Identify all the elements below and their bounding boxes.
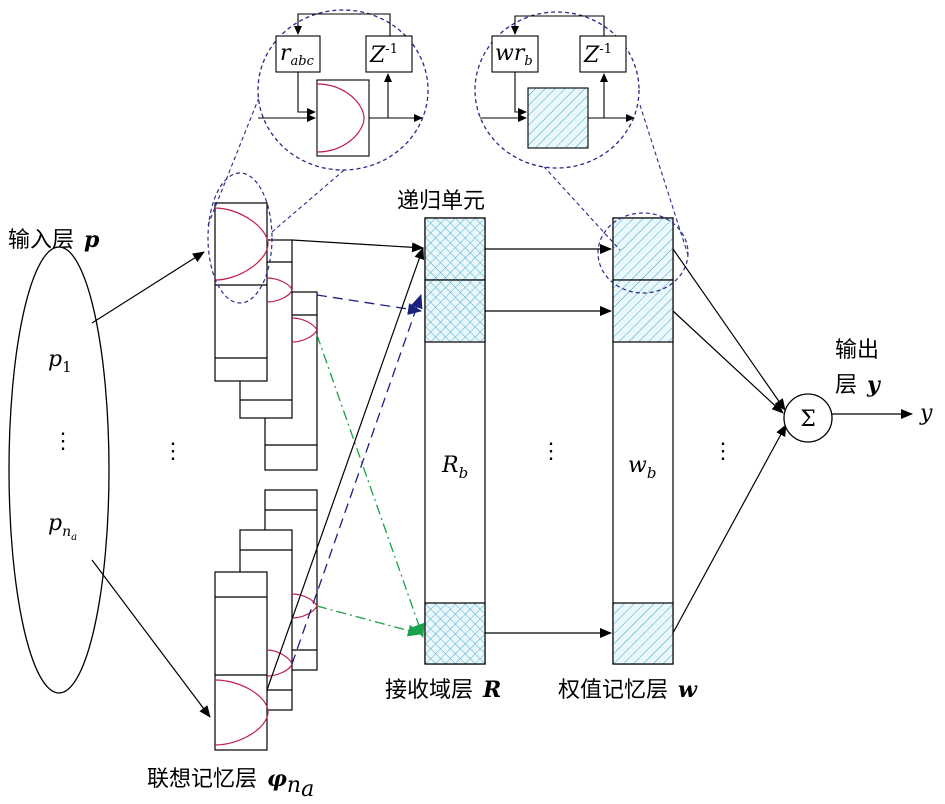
weight-cell-1 [612, 217, 674, 281]
zoom1-z-label: Z-1 [369, 42, 398, 68]
input-pna: pna [48, 511, 77, 543]
zoom-source-ellipse-weight [597, 212, 689, 294]
input-ellipse [8, 246, 110, 694]
receptive-rb: Rb [441, 453, 468, 482]
zoom2-connector-right [639, 104, 689, 256]
arrow-input-to-assoc-bottom [91, 559, 211, 718]
output-variable: y [919, 401, 933, 426]
zoom1-gaussian-box [316, 79, 370, 157]
arrow-wlast-to-sum [672, 424, 787, 634]
assoc-layer-label: 联想记忆层 φna [147, 766, 314, 802]
input-dots: ⋮ [52, 429, 74, 454]
zoom1-connector-left [207, 89, 263, 226]
receptive-cell-2 [424, 279, 486, 343]
assoc-dots: ⋮ [162, 439, 184, 464]
receptive-layer-label: 接收域层 R [385, 677, 501, 703]
assoc-stack-bottom [214, 489, 318, 751]
arrow-assoc-to-r2-dashed [316, 294, 422, 315]
recurrent-unit-label: 递归单元 [397, 189, 485, 214]
arrow-w2-to-sum [672, 310, 784, 414]
zoom2-wr-to-cell-arrow [514, 72, 527, 116]
gaussian-curve-top-1 [214, 207, 269, 281]
weight-cell-last [612, 602, 674, 665]
sum-symbol: Σ [800, 407, 816, 432]
zoom1-r-label: rabc [280, 41, 315, 69]
zoom2-z-box [579, 35, 627, 73]
zoom2-wr-label: wrb [495, 41, 533, 69]
weight-layer-label: 权值记忆层 w [558, 677, 698, 703]
weight-layer: wb [612, 217, 674, 665]
gaussian-curve-bottom-1 [214, 679, 269, 746]
gaussian-curve-top-2 [266, 277, 293, 303]
weight-cell-2 [612, 279, 674, 343]
weight-dots: ⋮ [712, 439, 734, 464]
zoom2-weight-cell [527, 87, 589, 149]
zoom-source-ellipse-assoc [207, 172, 273, 304]
zoom1-r-to-box-arrow [297, 72, 316, 116]
sum-node [783, 393, 833, 443]
receptive-dots: ⋮ [540, 439, 562, 464]
input-p1: p1 [48, 347, 72, 376]
input-layer-label: 输入层 p [8, 227, 100, 253]
assoc-stack-top [214, 202, 318, 471]
zoom1-gaussian-curve [316, 83, 365, 153]
arrow-w1-to-sum [672, 248, 786, 411]
zoom2-feedback-loop-arrow [511, 15, 605, 36]
receptive-cell-1 [424, 217, 486, 281]
output-layer-label-line1: 输出 [835, 338, 879, 363]
arrow-assoc-bottom-to-r1 [266, 247, 425, 691]
zoom1-z-box [365, 35, 413, 73]
arrow-input-to-assoc-top [91, 251, 205, 324]
receptive-cell-last [424, 602, 486, 665]
arrow-assoc-to-r1 [291, 239, 424, 253]
arrow-assoc-bottom-to-rlast-dashdot [316, 605, 422, 637]
gaussian-curve-top-3 [291, 317, 318, 343]
arrow-assoc-to-rlast-dashdot [316, 334, 425, 638]
receptive-layer: Rb [424, 217, 486, 665]
input-layer: 输入层 p p1 ⋮ pna [8, 227, 110, 694]
zoom1-feedback-loop-arrow [294, 13, 391, 36]
arrow-assoc-bottom-to-r2-dashed [291, 294, 423, 665]
zoom2-z-label: Z-1 [583, 42, 612, 68]
weight-wb: wb [628, 453, 656, 482]
output-layer-label-line2: 层 y [835, 372, 882, 398]
assoc-bottom-box-1 [214, 571, 268, 751]
